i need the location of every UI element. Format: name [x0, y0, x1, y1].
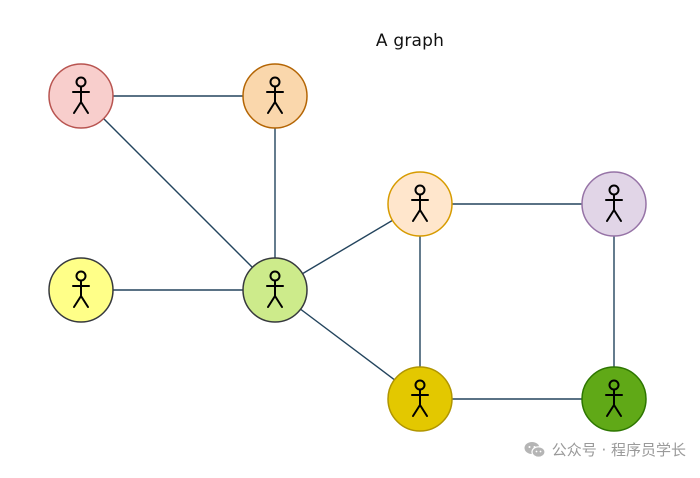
wechat-icon [524, 441, 546, 458]
node-n6 [581, 171, 647, 237]
node-n5 [387, 171, 453, 237]
node-n7 [387, 366, 453, 432]
person-icon [411, 379, 429, 417]
node-n8 [581, 366, 647, 432]
person-icon [605, 184, 623, 222]
person-icon [266, 270, 284, 308]
edges-layer [80, 95, 615, 400]
node-n1 [48, 63, 114, 129]
person-icon [605, 379, 623, 417]
watermark: 公众号 · 程序员学长 [524, 439, 686, 460]
graph-title: A graph [375, 31, 445, 51]
node-n4 [242, 257, 308, 323]
node-n2 [242, 63, 308, 129]
person-icon [411, 184, 429, 222]
nodes-layer [48, 63, 647, 432]
person-icon [72, 270, 90, 308]
watermark-text: 公众号 · 程序员学长 [551, 441, 686, 459]
edge-n1-n4 [80, 95, 276, 291]
person-icon [266, 76, 284, 114]
person-icon [72, 76, 90, 114]
node-n3 [48, 257, 114, 323]
